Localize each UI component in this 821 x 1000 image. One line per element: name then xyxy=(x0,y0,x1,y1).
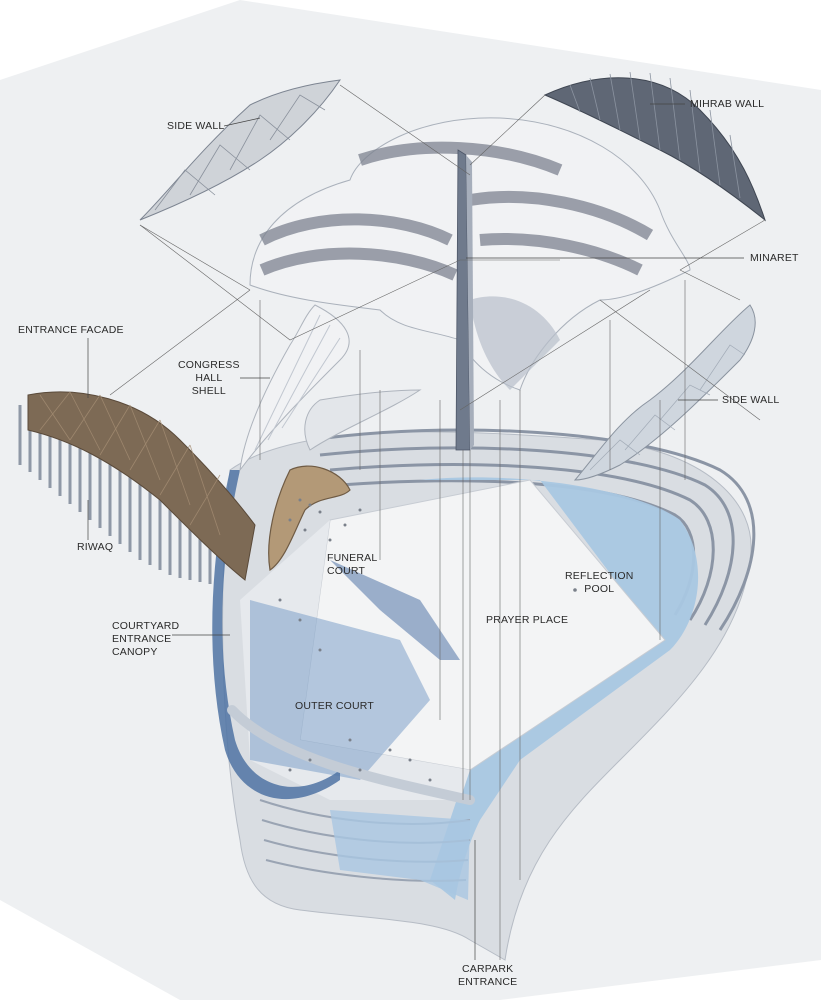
label-courtyard-entrance-canopy: COURTYARD ENTRANCE CANOPY xyxy=(112,620,180,658)
funeral-court-sculpture xyxy=(268,465,351,572)
label-side-wall-right: SIDE WALL xyxy=(722,394,780,406)
lower-blue-ramp xyxy=(330,810,470,900)
entrance-facade-shape xyxy=(27,391,256,581)
label-funeral-court: FUNERAL COURT xyxy=(327,552,378,577)
label-mihrab-wall: MIHRAB WALL xyxy=(690,98,765,110)
dome-stripes xyxy=(259,141,654,281)
side-wall-right-shape xyxy=(573,304,756,481)
facade-lattice xyxy=(39,391,221,536)
dome-inner-shadow xyxy=(470,296,560,390)
label-riwaq: RIWAQ xyxy=(77,541,114,553)
side-wall-left-shape xyxy=(139,79,342,221)
side-wall-right-pattern xyxy=(589,344,746,471)
mihrab-wall-shape xyxy=(543,77,767,222)
projection-lines xyxy=(109,84,766,960)
congress-hall-ribs xyxy=(254,314,341,451)
label-outer-court: OUTER COURT xyxy=(295,700,375,712)
label-reflection-pool: REFLECTION POOL xyxy=(565,570,634,595)
people-dots xyxy=(278,498,577,782)
label-leaders xyxy=(87,103,744,960)
canopy-shadow xyxy=(330,560,460,660)
mihrab-wall-strips xyxy=(569,71,741,199)
canopy-arc xyxy=(227,705,475,805)
label-side-wall-left: SIDE WALL xyxy=(167,120,225,132)
label-carpark-entrance: CARPARK ENTRANCE xyxy=(458,963,518,988)
side-wall-left-pattern xyxy=(154,94,326,211)
reflection-pool-shape xyxy=(420,477,699,900)
label-minaret: MINARET xyxy=(750,252,799,264)
congress-hall-shell-shape xyxy=(239,304,350,472)
label-congress-hall-shell: CONGRESS HALL SHELL xyxy=(178,359,240,397)
label-prayer-place: PRAYER PLACE xyxy=(486,614,569,626)
court-shadow xyxy=(250,600,430,780)
minaret-face xyxy=(466,155,474,450)
label-entrance-facade: ENTRANCE FACADE xyxy=(18,324,124,336)
